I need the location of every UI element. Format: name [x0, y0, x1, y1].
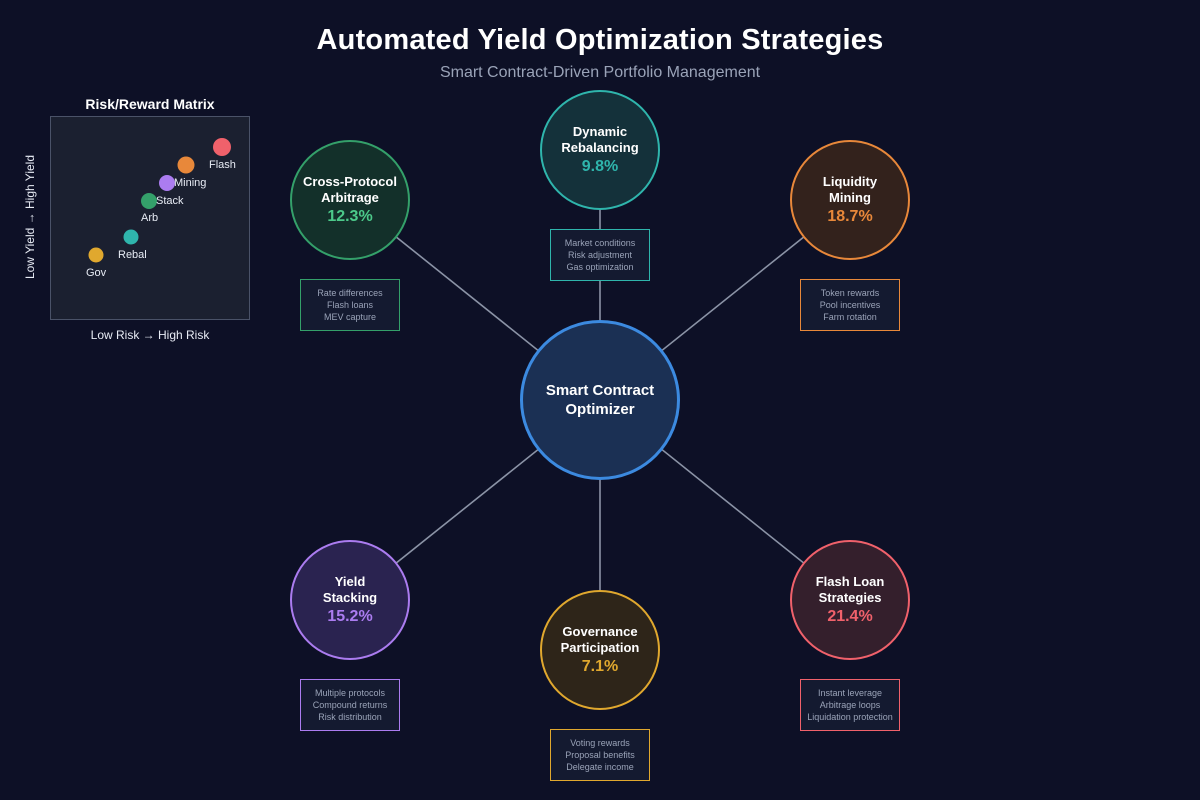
- detail-item: Market conditions: [564, 238, 636, 248]
- matrix-title: Risk/Reward Matrix: [85, 96, 215, 112]
- detail-item: Rate differences: [317, 288, 383, 298]
- detail-item: Arbitrage loops: [819, 700, 881, 710]
- node-label: Yield Stacking: [322, 574, 378, 605]
- node-flash-loan-strategies[interactable]: Flash Loan Strategies 21.4%: [790, 540, 910, 660]
- node-dynamic-rebalancing[interactable]: Dynamic Rebalancing 9.8%: [540, 90, 660, 210]
- detail-item: Voting rewards: [570, 738, 630, 748]
- node-cross-protocol-arbitrage[interactable]: Cross-Protocol Arbitrage 12.3%: [290, 140, 410, 260]
- detail-item: Token rewards: [820, 288, 880, 298]
- hub-node[interactable]: Smart Contract Optimizer: [520, 320, 680, 480]
- matrix-x-axis-label: Low Risk → High Risk: [90, 328, 210, 342]
- node-governance-participation[interactable]: Governance Participation 7.1%: [540, 590, 660, 710]
- detail-item: Compound returns: [312, 700, 388, 710]
- detail-item: Gas optimization: [566, 262, 634, 272]
- detail-item: MEV capture: [323, 312, 377, 322]
- matrix-point-gov: [88, 247, 104, 263]
- matrix-point-label-flash: Flash: [209, 159, 236, 171]
- matrix-point-arb: [141, 193, 157, 209]
- node-label: Cross-Protocol Arbitrage: [303, 174, 397, 205]
- detail-item: Proposal benefits: [565, 750, 635, 760]
- node-label: Liquidity Mining: [822, 174, 878, 205]
- node-label: Dynamic Rebalancing: [561, 124, 639, 155]
- matrix-point-label-mining: Mining: [174, 177, 207, 189]
- detail-item: Delegate income: [566, 762, 634, 772]
- matrix-point-label-arb: Arb: [141, 212, 159, 224]
- matrix-point-label-rebal: Rebal: [118, 249, 147, 261]
- matrix-point-rebal: [123, 229, 139, 245]
- node-liquidity-mining[interactable]: Liquidity Mining 18.7%: [790, 140, 910, 260]
- node-yield-value: 7.1%: [581, 658, 619, 675]
- detail-item: Instant leverage: [817, 688, 883, 698]
- matrix-point-flash: [213, 138, 231, 156]
- matrix-point-stack: [159, 175, 175, 191]
- detail-item: Risk adjustment: [567, 250, 633, 260]
- node-label: Governance Participation: [560, 624, 640, 655]
- matrix-point-label-stack: Stack: [156, 195, 184, 207]
- detail-item: Multiple protocols: [314, 688, 386, 698]
- node-yield-stacking[interactable]: Yield Stacking 15.2%: [290, 540, 410, 660]
- detail-item: Farm rotation: [823, 312, 877, 322]
- node-label: Flash Loan Strategies: [815, 574, 885, 605]
- detail-item: Liquidation protection: [807, 712, 893, 722]
- node-yield-value: 18.7%: [827, 208, 873, 225]
- detail-item: Pool incentives: [819, 300, 881, 310]
- node-yield-value: 15.2%: [327, 608, 373, 625]
- detail-item: Risk distribution: [318, 712, 382, 722]
- matrix-point-mining: [177, 156, 195, 174]
- node-label: Smart Contract Optimizer: [545, 382, 655, 418]
- page-subtitle: Smart Contract-Driven Portfolio Manageme…: [439, 64, 761, 81]
- node-yield-value: 9.8%: [581, 158, 619, 175]
- matrix-point-label-gov: Gov: [86, 267, 107, 279]
- page-title: Automated Yield Optimization Strategies: [316, 24, 884, 56]
- detail-item: Flash loans: [326, 300, 374, 310]
- node-yield-value: 21.4%: [827, 608, 873, 625]
- node-yield-value: 12.3%: [327, 208, 373, 225]
